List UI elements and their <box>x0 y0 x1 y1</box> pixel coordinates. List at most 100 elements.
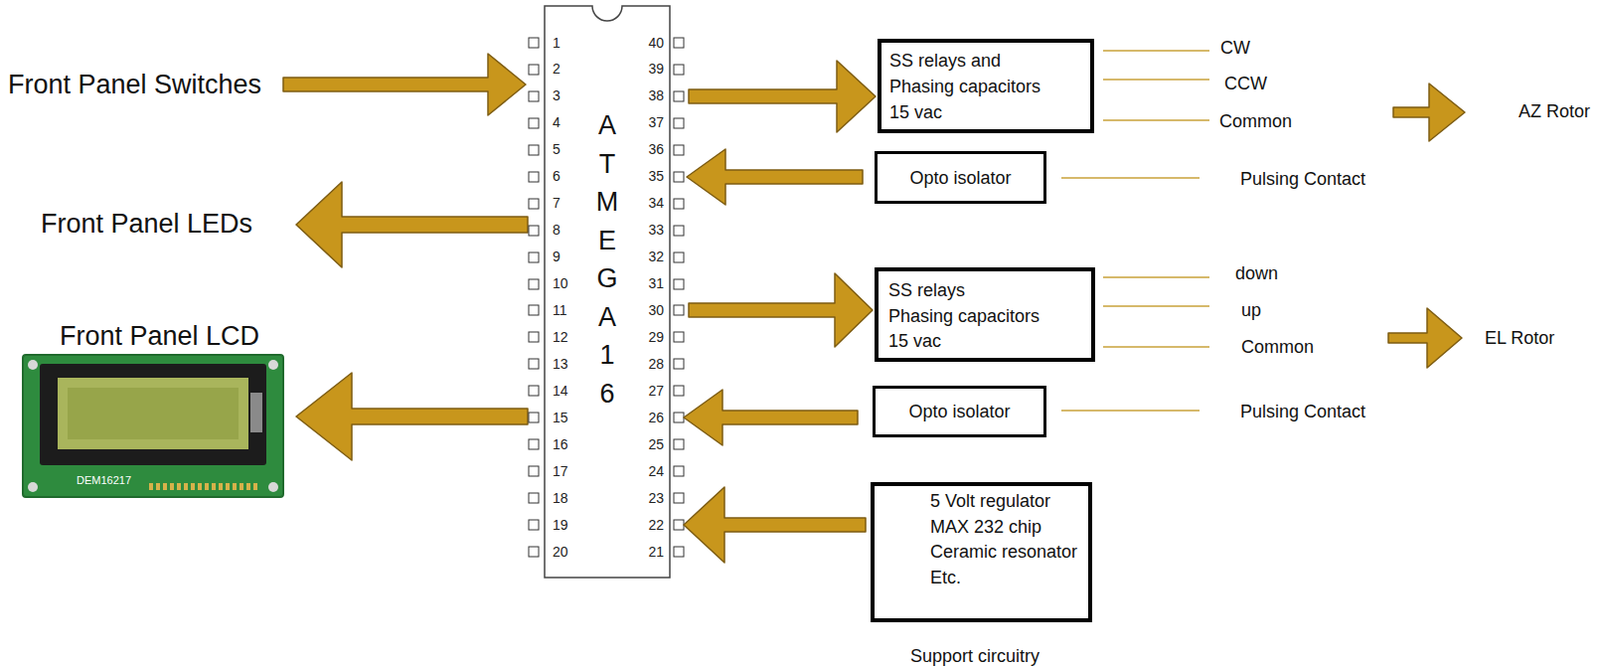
pin-number: 23 <box>647 489 664 507</box>
panel-label: Front Panel LCD <box>59 320 260 352</box>
box-text: Opto isolator <box>909 166 1011 189</box>
wire-name: Pulsing Contact <box>1240 400 1366 423</box>
box-text-line: Ceramic resonator <box>930 539 1078 566</box>
pin <box>528 492 539 503</box>
pin-number: 14 <box>552 382 569 400</box>
block-arrow-connector <box>686 149 863 205</box>
pin <box>673 305 684 316</box>
pin-number: 4 <box>552 114 561 132</box>
header-pin <box>218 482 223 490</box>
pin <box>673 412 684 423</box>
lcd-connector <box>250 392 263 433</box>
pin <box>673 225 684 236</box>
pin <box>528 171 539 182</box>
block-arrow-connector <box>683 389 858 446</box>
pin-number: 20 <box>552 543 569 561</box>
pin <box>528 546 539 557</box>
circuit-block-box: SS relays andPhasing capacitors15 vac <box>877 38 1095 134</box>
pin <box>528 412 539 423</box>
pin-number: 8 <box>552 221 561 239</box>
pin-number: 15 <box>552 409 569 427</box>
block-arrow-connector <box>688 273 873 347</box>
pin-number: 19 <box>552 516 569 534</box>
pin <box>528 91 539 102</box>
box-text-line: Phasing capacitors <box>889 73 1041 100</box>
pin-number: 36 <box>647 141 664 159</box>
rotor-label: AZ Rotor <box>1518 100 1591 123</box>
pin <box>673 466 684 477</box>
header-pin <box>183 482 188 490</box>
pin <box>673 118 684 129</box>
pin-number: 11 <box>552 302 568 320</box>
az-rotor-arrow <box>1393 83 1465 142</box>
pin-number: 26 <box>647 409 664 427</box>
header-pin <box>239 482 244 490</box>
wire <box>1103 119 1210 122</box>
pin <box>528 37 539 48</box>
wire <box>1103 49 1210 52</box>
pin <box>528 331 539 342</box>
pin <box>528 305 539 316</box>
wire-name: Pulsing Contact <box>1240 167 1366 190</box>
wire-name: Common <box>1219 110 1292 133</box>
pin-number: 30 <box>647 302 664 320</box>
wire-name: CW <box>1220 36 1251 59</box>
el-rotor-arrow <box>1388 308 1462 368</box>
silkscreen-text: DEM16217 <box>76 474 132 487</box>
pin <box>673 279 684 290</box>
opto-isolator-box: Opto isolator <box>872 385 1047 438</box>
wire-name: down <box>1235 262 1279 285</box>
pin <box>673 331 684 342</box>
pin <box>528 198 539 209</box>
lcd-arrow <box>296 372 528 461</box>
header-pin <box>197 482 202 490</box>
wire-name: Common <box>1241 335 1314 358</box>
pin <box>673 519 684 530</box>
lcd-pcb <box>22 354 284 497</box>
pin <box>528 358 539 369</box>
wire-name: CCW <box>1224 72 1268 95</box>
pin <box>528 225 539 236</box>
pin <box>673 546 684 557</box>
pin-number: 17 <box>552 463 569 480</box>
pin <box>528 118 539 129</box>
circuit-block-box: 5 Volt regulatorMAX 232 chipCeramic reso… <box>870 481 1093 623</box>
pin-number: 6 <box>552 167 561 185</box>
mounting-hole <box>27 359 38 370</box>
header-pin <box>204 482 209 490</box>
pin <box>673 37 684 48</box>
header-pin <box>232 482 237 490</box>
pin <box>673 64 684 75</box>
pin <box>673 145 684 156</box>
header-pin <box>253 482 258 490</box>
wire <box>1103 78 1210 81</box>
pin <box>673 198 684 209</box>
box-text-line: 15 vac <box>889 99 943 126</box>
pin <box>673 492 684 503</box>
pin <box>528 64 539 75</box>
box-text-line: SS relays <box>888 278 965 305</box>
led-arrow <box>296 181 528 268</box>
pin <box>528 439 539 450</box>
lcd-bezel <box>39 363 267 466</box>
pin-number: 35 <box>647 167 664 185</box>
pin <box>673 171 684 182</box>
pin-number: 12 <box>552 328 569 346</box>
block-arrows <box>283 53 1465 461</box>
box-text-line: SS relays and <box>889 47 1001 74</box>
header-pin <box>169 482 174 490</box>
pin-number: 25 <box>647 436 664 454</box>
wire <box>1061 409 1200 412</box>
box-text-line: 5 Volt regulator <box>930 488 1051 515</box>
block-caption: Support circuitry <box>910 645 1040 666</box>
pin-number: 22 <box>647 516 664 534</box>
pin-number: 28 <box>647 355 664 373</box>
pin-number: 21 <box>647 543 664 561</box>
header-pin <box>176 482 181 490</box>
pin-number: 16 <box>552 436 569 454</box>
header-pin <box>162 482 167 490</box>
pin-number: 34 <box>647 194 664 212</box>
lcd-glass <box>57 377 249 450</box>
rotor-label: EL Rotor <box>1484 326 1555 349</box>
